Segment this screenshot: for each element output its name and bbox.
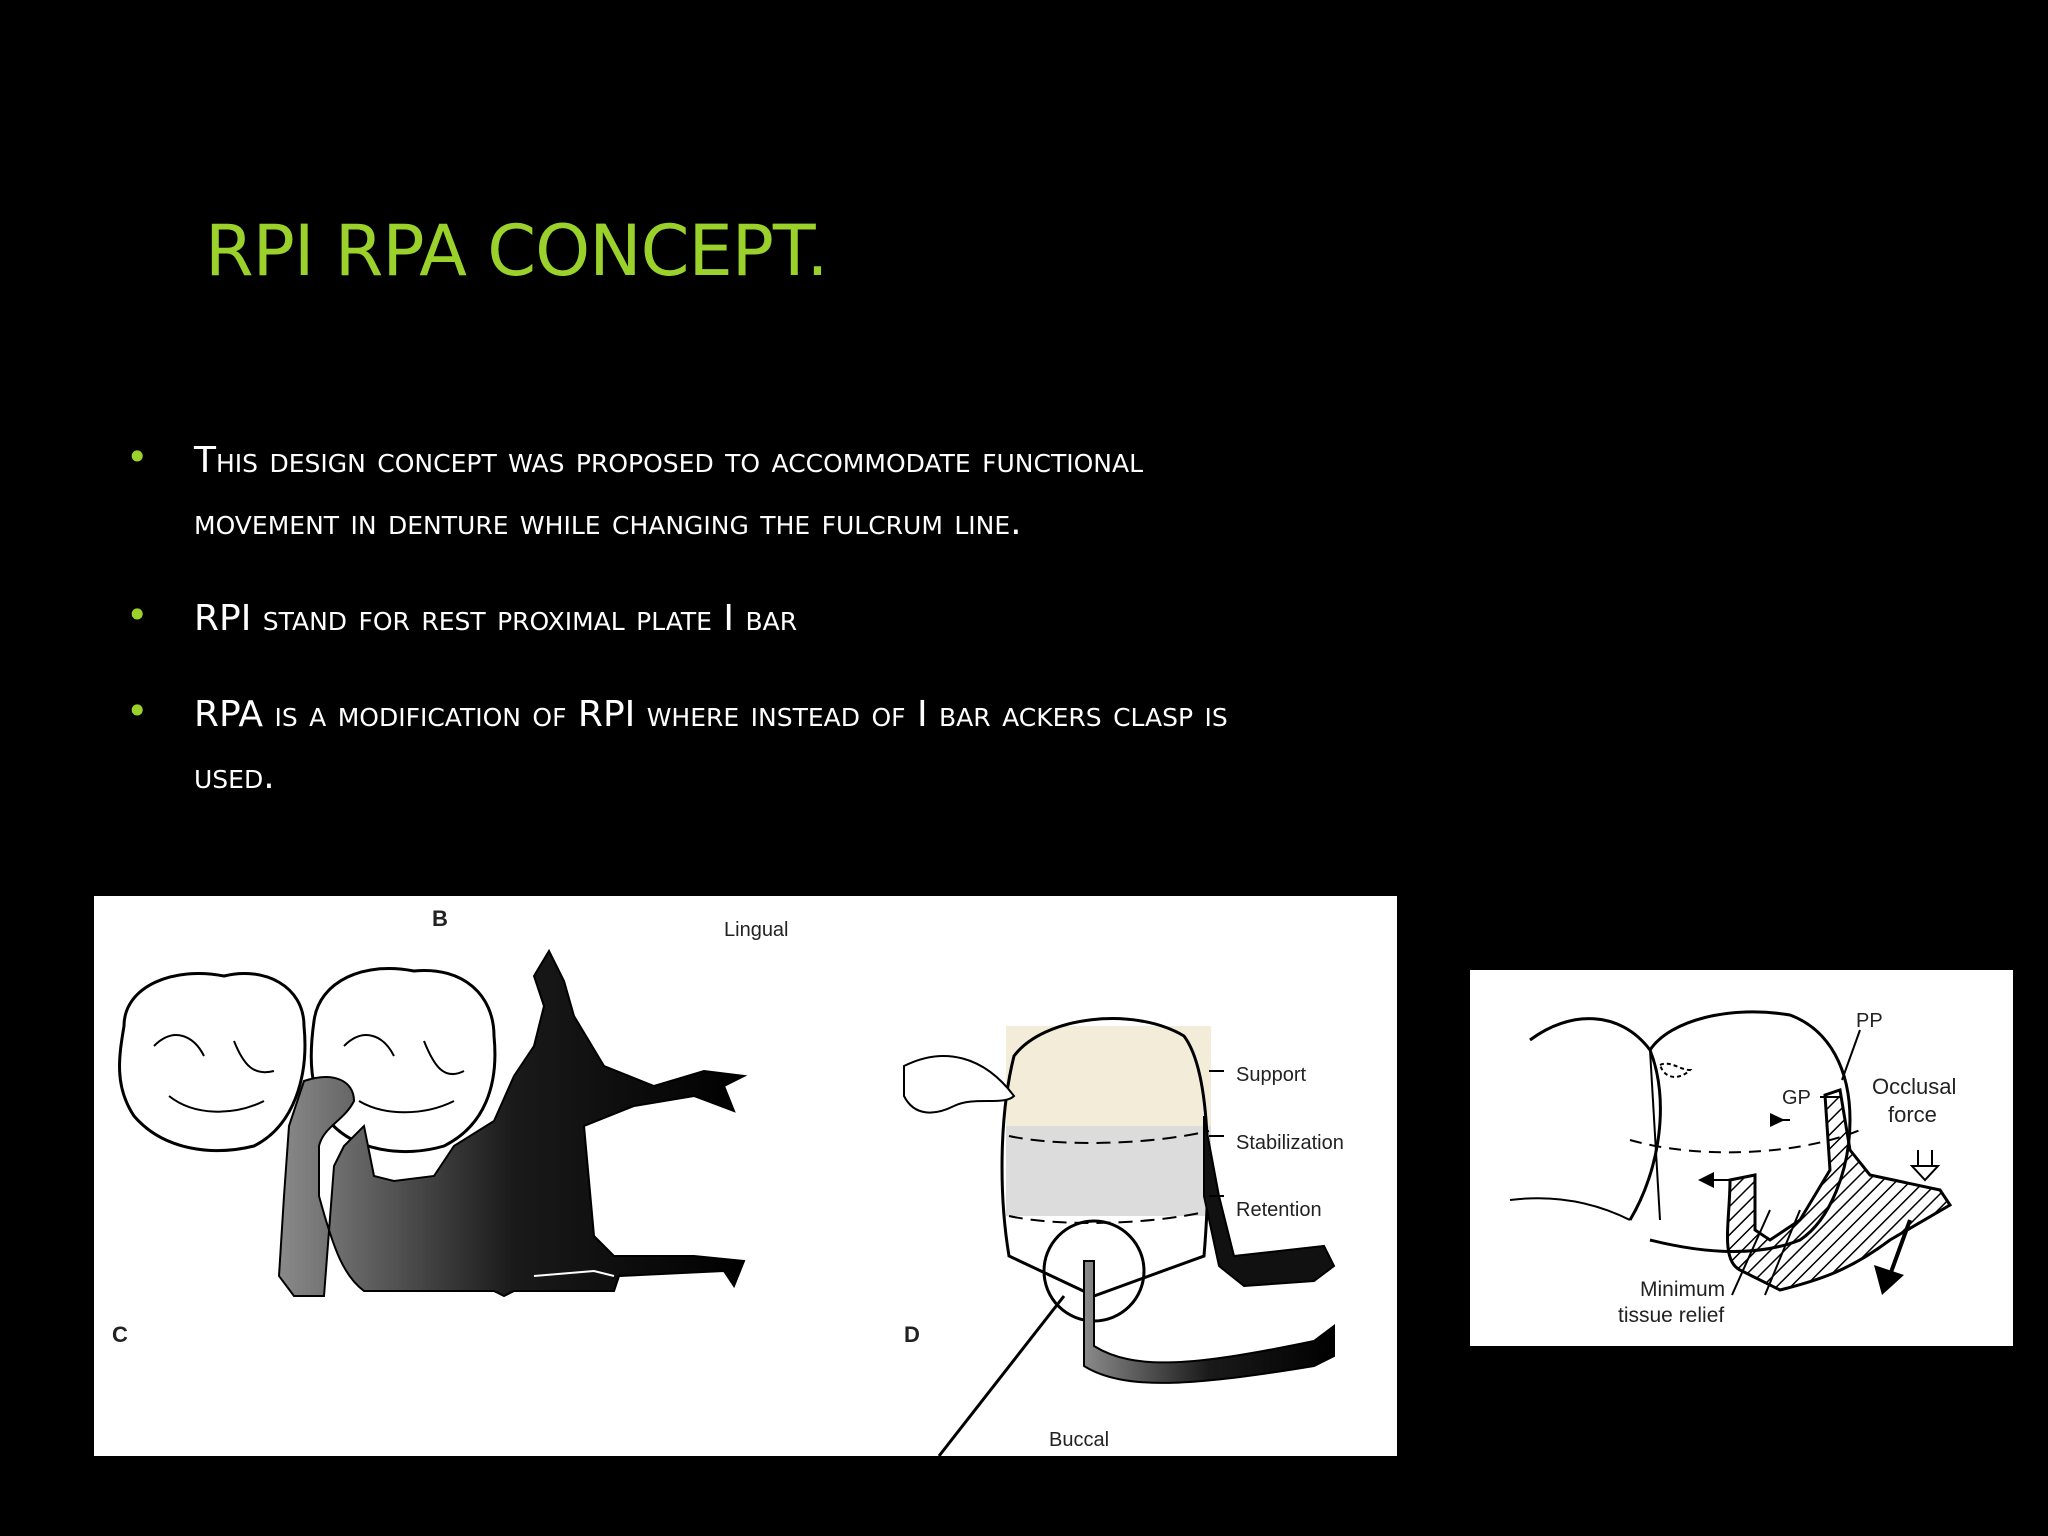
bullet-dot-icon: •	[126, 593, 149, 637]
figure-label-b: B	[432, 906, 448, 931]
proximal-plate-illustration: PP GP Occlusal force Minimum tissue reli…	[1470, 970, 2013, 1346]
figure-label-force: force	[1888, 1102, 1937, 1127]
figure-label-pp: PP	[1856, 1010, 1883, 1032]
bullet-text-line: RPI stand for rest proximal plate I bar	[194, 598, 798, 639]
bullet-text-line: movement in denture while changing the f…	[194, 502, 1022, 543]
i-bar-shape	[1083, 1260, 1335, 1384]
figure-label-gp: GP	[1782, 1087, 1811, 1109]
figure-label-d: D	[904, 1322, 920, 1347]
bullet-text-line: RPA is a modification of RPI where inste…	[194, 694, 1228, 735]
bullet-list: • This design concept was proposed to ac…	[126, 430, 1766, 842]
slide-title: RPI RPA CONCEPT.	[205, 210, 829, 292]
bullet-item: • This design concept was proposed to ac…	[126, 430, 1766, 554]
figure-label-stabilization: Stabilization	[1236, 1132, 1344, 1154]
figure-label-occlusal: Occlusal	[1872, 1074, 1956, 1099]
figure-label-support: Support	[1236, 1064, 1306, 1086]
figure-label-buccal: Buccal	[1049, 1429, 1109, 1451]
tooth-outline	[118, 971, 307, 1152]
figure-label-retention: Retention	[1236, 1199, 1322, 1221]
rpi-clasp-drawing: B Lingual C D Support Stabilization Rete…	[112, 906, 1344, 1456]
figure-label-tissue-relief: tissue relief	[1618, 1304, 1724, 1327]
bullet-text-line: This design concept was proposed to acco…	[194, 440, 1143, 481]
figure-label-lingual: Lingual	[724, 919, 789, 941]
bullet-item: • RPA is a modification of RPI where ins…	[126, 684, 1766, 808]
bullet-item: • RPI stand for rest proximal plate I ba…	[126, 588, 1766, 650]
figure-label-c: C	[112, 1322, 128, 1347]
proximal-plate-shape	[1726, 1088, 1953, 1292]
bullet-dot-icon: •	[126, 689, 149, 733]
rpi-clasp-illustration: B Lingual C D Support Stabilization Rete…	[94, 896, 1397, 1456]
figure-label-minimum: Minimum	[1640, 1278, 1725, 1301]
proximal-plate-drawing: PP GP Occlusal force Minimum tissue reli…	[1509, 1010, 1956, 1327]
bullet-text-line: used.	[194, 756, 275, 797]
tooth-outline	[309, 966, 497, 1154]
rpi-framework-shape	[277, 948, 748, 1298]
bullet-dot-icon: •	[126, 435, 149, 479]
